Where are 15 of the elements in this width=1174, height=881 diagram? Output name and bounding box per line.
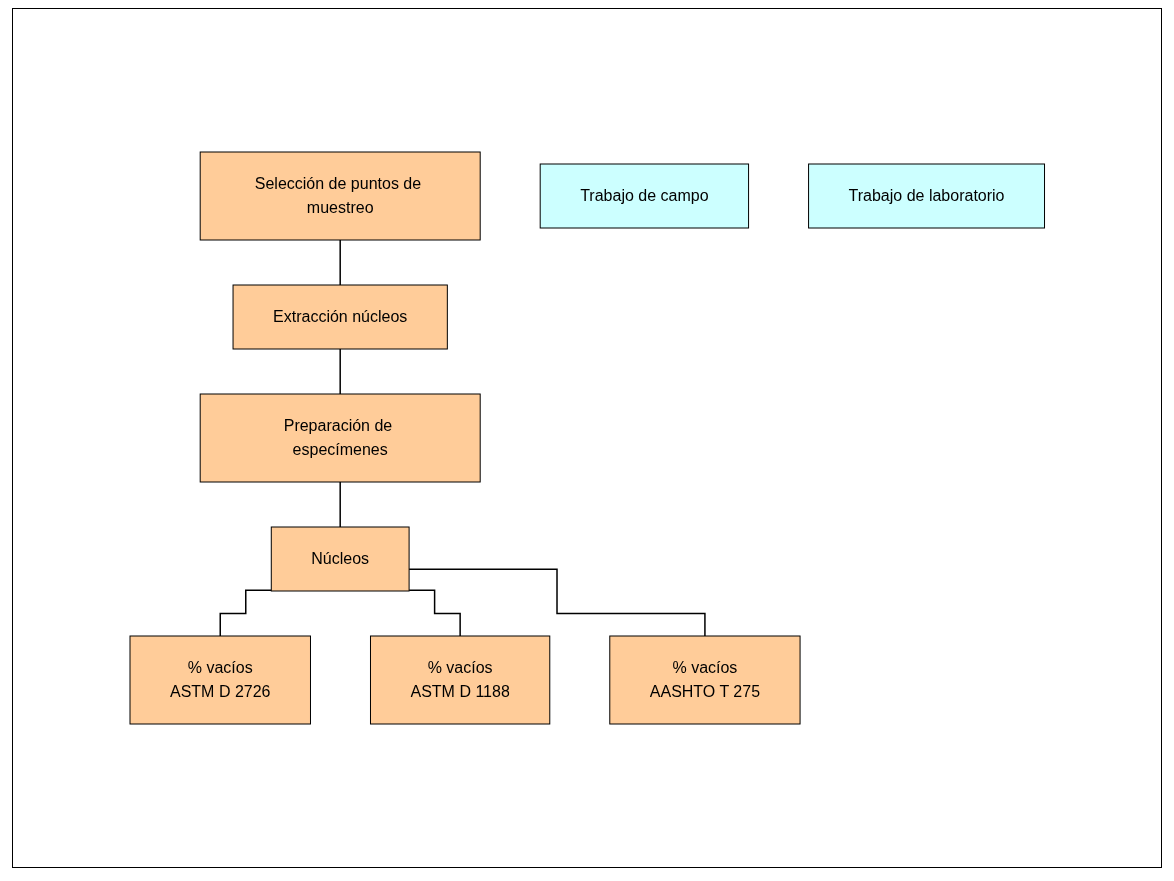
node-box: Trabajo de laboratorio — [807, 163, 1045, 229]
connector — [339, 481, 341, 528]
node-box: Extracción núcleos — [232, 284, 448, 350]
node-box: Núcleos — [270, 526, 410, 592]
node-box: Preparación de especímenes — [199, 393, 481, 483]
node-box: Selección de puntos de muestreo — [199, 151, 481, 241]
connector — [339, 348, 341, 395]
connector — [219, 589, 272, 637]
node-box: % vacíos ASTM D 2726 — [129, 635, 311, 725]
node-box: % vacíos AASHTO T 275 — [609, 635, 801, 725]
connector — [408, 568, 706, 637]
node-box: Trabajo de campo — [539, 163, 749, 229]
connector — [339, 239, 341, 286]
connector — [408, 589, 461, 637]
node-box: % vacíos ASTM D 1188 — [369, 635, 550, 725]
